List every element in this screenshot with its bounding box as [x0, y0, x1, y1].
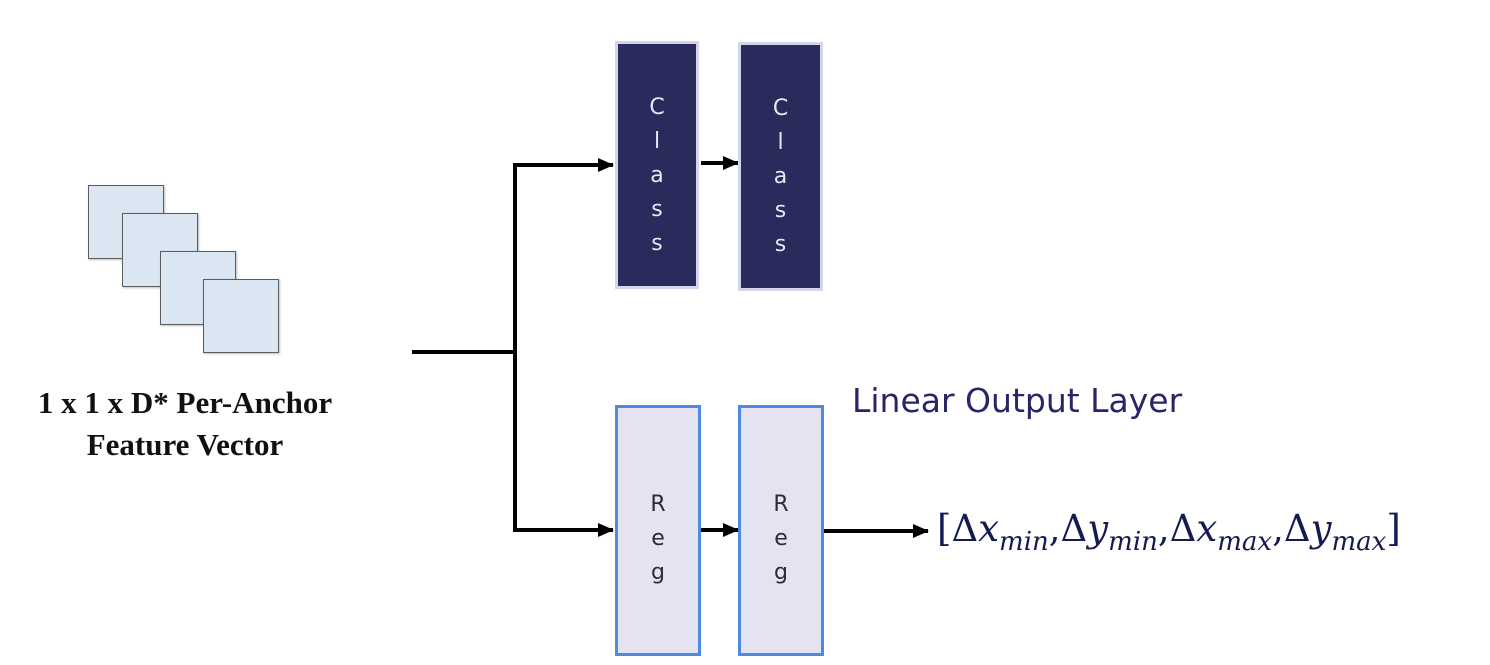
feature-map-square — [203, 279, 279, 353]
term-var: x — [1196, 507, 1218, 550]
feature-vector-label: 1 x 1 x D* Per-Anchor Feature Vector — [0, 382, 370, 466]
term-sub: min — [999, 527, 1049, 557]
reg-layer-1: R e g — [615, 405, 701, 656]
reg-letter: g — [651, 560, 665, 585]
term-var: y — [1310, 507, 1332, 550]
class-letter: a — [650, 163, 664, 188]
term-sub: max — [1217, 527, 1273, 557]
class-letter: s — [774, 198, 787, 223]
delta-symbol: Δ — [951, 507, 979, 550]
separator: , — [1048, 507, 1061, 550]
reg-letter: R — [773, 492, 789, 517]
class-letter: C — [772, 96, 789, 121]
class-layer-2: C l a s s — [738, 42, 823, 291]
class-letter: l — [777, 130, 784, 155]
reg-letter: e — [774, 526, 788, 551]
class-letter: a — [773, 164, 788, 189]
reg-layer-2: R e g — [738, 405, 824, 656]
term-var: y — [1087, 507, 1109, 550]
class-layer-text: C l a s s — [773, 92, 788, 262]
close-bracket: ] — [1386, 507, 1401, 550]
class-layer-text: C l a s s — [649, 91, 664, 261]
term-sub: min — [1108, 527, 1158, 557]
reg-letter: e — [651, 526, 665, 551]
delta-symbol: Δ — [1060, 507, 1088, 550]
class-layer-1: C l a s s — [615, 41, 699, 289]
reg-letter: R — [650, 492, 666, 517]
separator: , — [1272, 507, 1284, 550]
output-vector: [Δxmin,Δymin,Δxmax,Δymax] — [937, 507, 1401, 557]
class-letter: C — [649, 95, 665, 120]
class-letter: l — [653, 129, 661, 154]
term-sub: max — [1331, 527, 1387, 557]
feature-vector-label-line1: 1 x 1 x D* Per-Anchor — [37, 385, 333, 420]
class-letter: s — [651, 231, 663, 256]
reg-layer-text: R e g — [650, 488, 665, 590]
delta-symbol: Δ — [1169, 507, 1197, 550]
linear-output-layer-label: Linear Output Layer — [852, 381, 1183, 420]
open-bracket: [ — [937, 507, 952, 550]
feature-vector-label-line2: Feature Vector — [86, 427, 284, 462]
class-letter: s — [651, 197, 663, 222]
reg-letter: g — [774, 560, 788, 585]
reg-layer-text: R e g — [773, 488, 788, 590]
separator: , — [1157, 507, 1170, 550]
term-var: x — [978, 507, 1000, 550]
class-letter: s — [774, 232, 787, 257]
delta-symbol: Δ — [1283, 507, 1311, 550]
